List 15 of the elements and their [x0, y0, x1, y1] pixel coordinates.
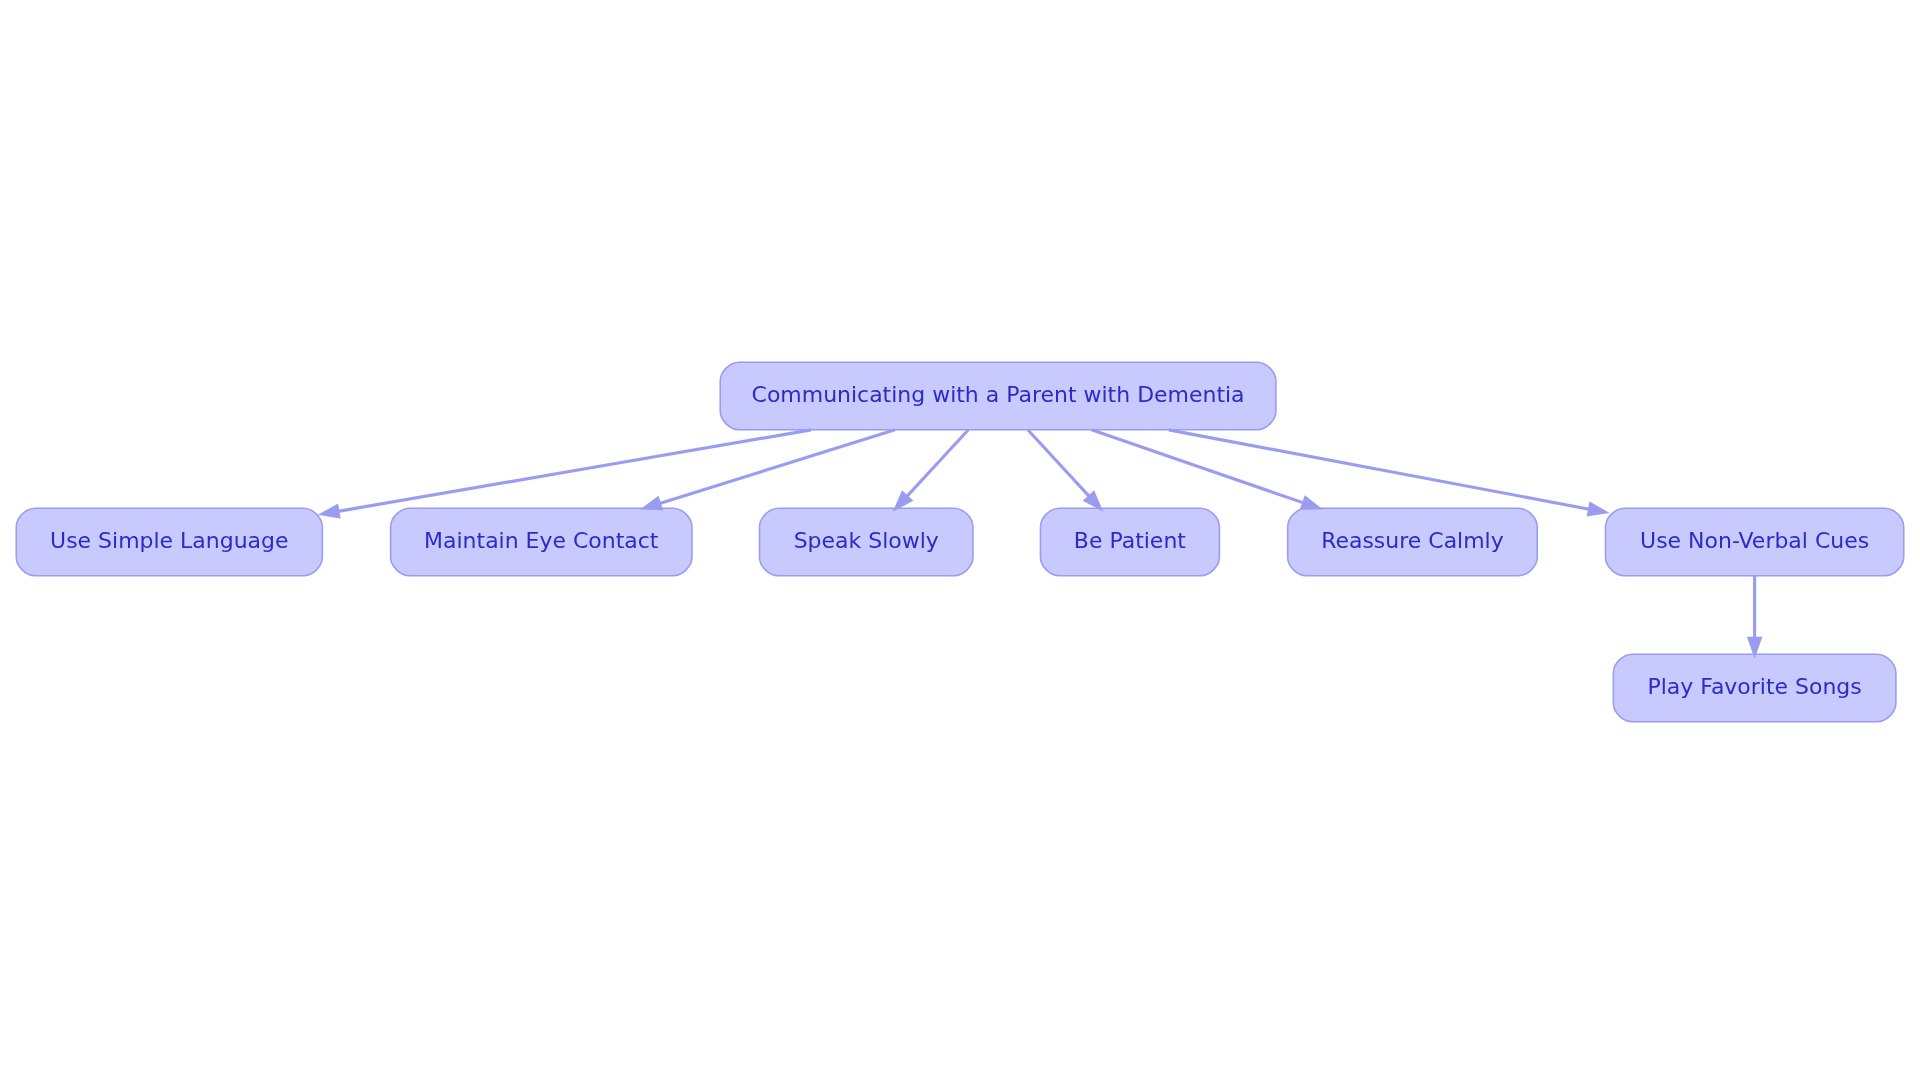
arrow: [317, 427, 812, 519]
node-box: Use Non-Verbal Cues: [1604, 506, 1905, 577]
arrow: [1746, 575, 1763, 659]
node-box: Communicating with a Parent with Dementia: [719, 361, 1277, 431]
node-box: Reassure Calmly: [1286, 506, 1538, 577]
node-box: Be Patient: [1039, 506, 1221, 577]
node-box: Maintain Eye Contact: [389, 506, 693, 577]
arrow: [639, 427, 896, 510]
node-box: Use Simple Language: [15, 506, 324, 577]
arrow: [1091, 427, 1324, 510]
arrow: [892, 428, 970, 512]
arrow: [1168, 427, 1610, 517]
node-box: Play Favorite Songs: [1612, 652, 1897, 722]
arrow: [1026, 428, 1104, 512]
node-box: Speak Slowly: [758, 506, 974, 577]
